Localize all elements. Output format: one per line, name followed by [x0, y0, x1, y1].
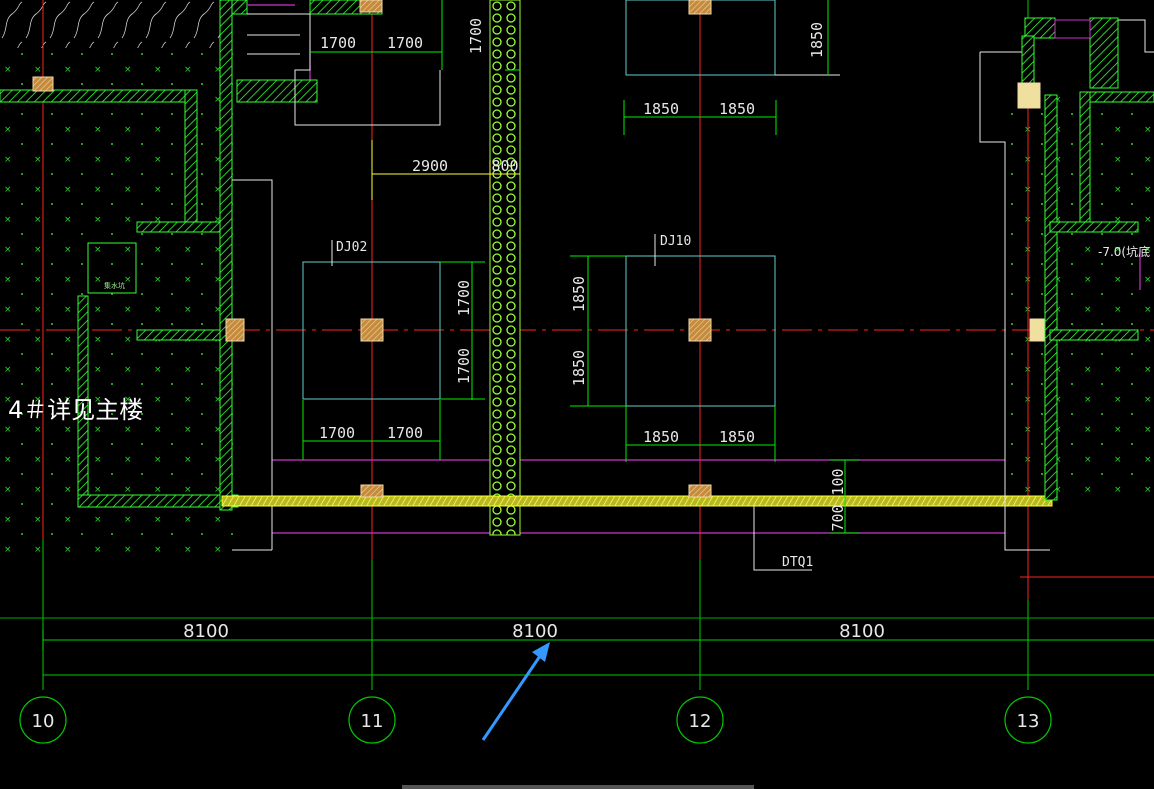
- wall-label-dtq1: DTQ1: [782, 555, 813, 570]
- axis-label-10: 10: [32, 711, 55, 732]
- axis-bubble-12[interactable]: 12: [676, 696, 724, 744]
- bay-dim-10-11: 8100: [183, 621, 229, 642]
- bay-dim-11-12: 8100: [512, 621, 558, 642]
- top-left-outlines: [87, 13, 441, 551]
- dim-2900: 2900: [412, 157, 448, 175]
- right-building: [979, 17, 1154, 578]
- pile-wall: [489, 0, 521, 536]
- bottom-beam: [221, 495, 1053, 507]
- footing-label-dj02: DJ02: [336, 240, 367, 255]
- top-dim-left-a: 1700: [320, 34, 356, 52]
- left-walls: [0, 0, 383, 511]
- bay-dim-12-13: 8100: [839, 621, 885, 642]
- wall-dim-100: 100: [829, 468, 847, 495]
- dim-800: 800: [491, 157, 518, 175]
- dj02-vdim-b: 1700: [455, 348, 473, 384]
- axis-bubble-11[interactable]: 11: [348, 696, 396, 744]
- dj02-vdim-a: 1700: [455, 280, 473, 316]
- axis-bubble-13[interactable]: 13: [1004, 696, 1052, 744]
- top-dim-right-b: 1850: [719, 100, 755, 118]
- top-dim-left-b: 1700: [387, 34, 423, 52]
- footing-dj02[interactable]: [302, 240, 441, 400]
- annotation-arrow: [481, 642, 550, 741]
- horizontal-scrollbar[interactable]: [402, 785, 754, 789]
- note-main-building: 4＃详见主楼: [8, 396, 143, 424]
- top-dim-right-vertical: 1850: [808, 22, 826, 58]
- dj10-vdim-a: 1850: [570, 276, 588, 312]
- dj10-hdim-b: 1850: [719, 428, 755, 446]
- dj10-hdim-a: 1850: [643, 428, 679, 446]
- top-dim-left-vertical: 1700: [467, 18, 485, 54]
- axis-label-12: 12: [689, 711, 712, 732]
- axis-label-13: 13: [1017, 711, 1040, 732]
- axis-label-11: 11: [361, 711, 384, 732]
- note-small: 集水坑: [104, 281, 125, 290]
- dimension-lines: [42, 0, 860, 650]
- footing-label-dj10: DJ10: [660, 234, 691, 249]
- left-soil-region: [0, 0, 1154, 554]
- beam-columns: [32, 0, 712, 498]
- footing-dj10[interactable]: [625, 234, 776, 407]
- note-level: -7.0(坑底: [1098, 244, 1150, 259]
- footing-top: [625, 0, 840, 76]
- pipe-lines: [248, 4, 1141, 534]
- dj10-vdim-b: 1850: [570, 350, 588, 386]
- dj02-hdim-a: 1700: [319, 424, 355, 442]
- top-dim-right-a: 1850: [643, 100, 679, 118]
- axis-bubble-10[interactable]: 10: [19, 696, 67, 744]
- dj02-hdim-b: 1700: [387, 424, 423, 442]
- wall-dim-700: 700: [829, 504, 847, 531]
